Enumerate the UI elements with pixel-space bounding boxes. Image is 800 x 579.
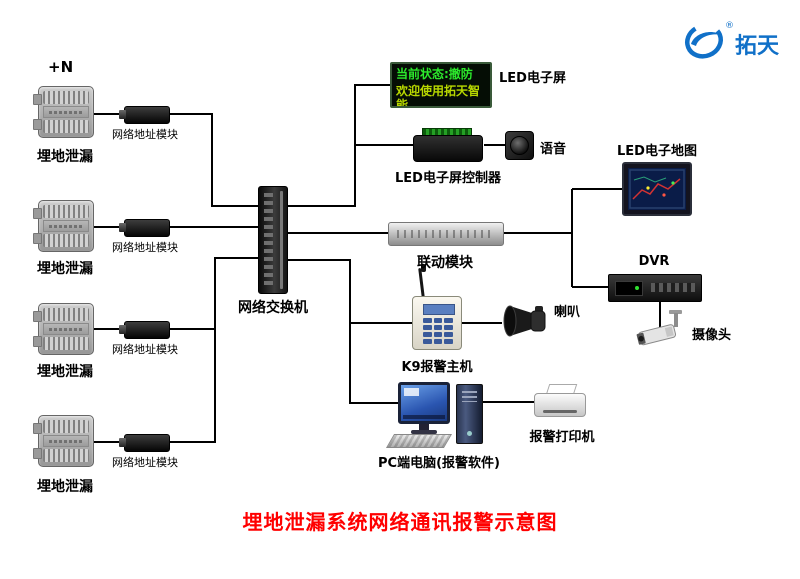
leak-detector-4 (33, 415, 94, 467)
horn-bell (503, 305, 517, 337)
k9-host-body (412, 296, 462, 350)
dvr-unit (608, 274, 702, 302)
brand-logo: ® 拓天 (683, 20, 793, 64)
speaker-cone (510, 136, 529, 155)
leak-detector-2 (33, 200, 94, 252)
leak-detector-3-label: 埋地泄漏 (37, 364, 93, 380)
address-module-3-label: 网络地址模块 (112, 343, 178, 356)
device-label-band (43, 220, 89, 232)
address-module-4 (119, 434, 170, 452)
camera-body-group (636, 324, 677, 346)
registered-trademark: ® (725, 21, 734, 31)
linkage-module-label: 联动模块 (417, 255, 473, 271)
device-fins (43, 308, 89, 321)
brand-logo-icon (685, 23, 723, 59)
address-module-4-label: 网络地址模块 (112, 456, 178, 469)
pc-tower (456, 384, 483, 444)
map-screen (628, 168, 686, 210)
wire-module4-trunk (164, 329, 216, 443)
camera-mount-pole (674, 313, 678, 327)
leak-detector-3 (33, 303, 94, 355)
pc-keyboard (385, 434, 453, 448)
tower-power-button (467, 431, 472, 436)
k9-alarm-host (412, 264, 462, 352)
horn-speaker-icon (503, 305, 546, 337)
led-display-label: LED电子屏 (499, 71, 566, 86)
pc-monitor-stand (419, 424, 429, 430)
network-switch-label: 网络交换机 (238, 300, 308, 316)
network-switch (258, 186, 288, 294)
led-controller (413, 128, 483, 162)
horn-label: 喇叭 (554, 305, 581, 320)
led-display: 当前状态:撤防 欢迎使用拓天智能 (390, 62, 492, 108)
led-map-label: LED电子地图 (617, 144, 697, 159)
device-fins (43, 120, 89, 133)
camera-mount-plate (669, 310, 682, 314)
controller-body (413, 135, 483, 162)
printer-body (534, 393, 586, 417)
k9-host-screen (423, 304, 455, 315)
address-module-2-label: 网络地址模块 (112, 241, 178, 254)
dvr-label: DVR (638, 254, 670, 269)
address-module-1-label: 网络地址模块 (112, 128, 178, 141)
alarm-printer (534, 384, 586, 422)
device-fins (43, 205, 89, 218)
device-fins (43, 449, 89, 462)
logo-swoosh (691, 32, 721, 46)
pc-label: PC端电脑(报警软件) (378, 456, 500, 471)
logo-ring (685, 23, 723, 59)
led-display-line2: 欢迎使用拓天智能 (396, 83, 481, 108)
device-label-band (43, 106, 89, 118)
printer-output-slot (543, 410, 577, 413)
wire-module1-switch (164, 113, 258, 207)
cctv-camera-icon (636, 310, 682, 346)
leak-detector-1 (33, 86, 94, 138)
k9-keypad (423, 318, 453, 344)
horn-driver (530, 310, 546, 332)
leak-detector-2-label: 埋地泄漏 (37, 261, 93, 277)
address-module-2 (119, 219, 170, 237)
leak-detector-4-label: 埋地泄漏 (37, 479, 93, 495)
tower-drive-slots (462, 391, 477, 402)
switch-edge (280, 191, 283, 289)
address-module-1 (119, 106, 170, 124)
brand-name: 拓天 (735, 34, 780, 59)
voice-label: 语音 (540, 142, 567, 157)
antenna-tip (421, 264, 426, 272)
device-fins (43, 337, 89, 350)
wire-switch-pc (286, 259, 398, 404)
printer-label: 报警打印机 (529, 430, 595, 445)
camera-back (664, 326, 674, 337)
led-map-monitor (622, 162, 692, 216)
device-label-band (43, 323, 89, 335)
k9-host-label: K9报警主机 (401, 360, 473, 375)
device-fins (43, 91, 89, 104)
pc-monitor (398, 382, 450, 424)
dvr-buttons (651, 283, 695, 292)
dvr-display-window (615, 281, 643, 296)
camera-label: 摄像头 (692, 328, 732, 343)
linkage-module (388, 222, 504, 246)
address-module-3 (119, 321, 170, 339)
diagram-title: 埋地泄漏系统网络通讯报警示意图 (242, 510, 558, 534)
voice-speaker (505, 131, 534, 160)
wire-module3-switch (164, 257, 258, 330)
device-label-band (43, 435, 89, 447)
camera-lens (638, 335, 644, 342)
device-fins (43, 420, 89, 433)
switch-ports (264, 193, 273, 287)
pc-monitor-base (411, 430, 437, 434)
antenna (418, 267, 425, 299)
linkage-front-panel (397, 230, 495, 238)
plus-n-label: +N (48, 58, 74, 76)
led-controller-label: LED电子屏控制器 (395, 171, 501, 186)
led-display-line1: 当前状态:撤防 (396, 67, 473, 81)
device-fins (43, 234, 89, 247)
map-graphics (629, 169, 685, 209)
leak-detector-1-label: 埋地泄漏 (37, 149, 93, 165)
